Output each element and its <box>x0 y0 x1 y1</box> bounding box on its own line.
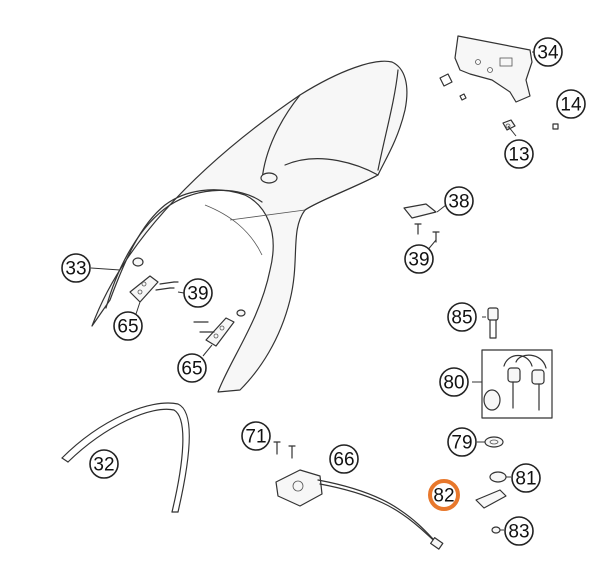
svg-text:14: 14 <box>560 95 582 116</box>
callout-38: 38 <box>444 186 474 216</box>
callout-32: 32 <box>89 449 119 479</box>
lock-66-part <box>275 469 444 550</box>
bracket-34-part <box>439 35 533 103</box>
svg-text:66: 66 <box>333 450 354 471</box>
callout-65-left: 65 <box>113 311 143 341</box>
callout-39-top: 39 <box>404 244 434 274</box>
clamp-38-part <box>403 203 440 243</box>
screws-65-part <box>193 321 215 333</box>
svg-text:82: 82 <box>433 486 454 507</box>
callout-14: 14 <box>556 89 586 119</box>
lock-set-80-part <box>481 349 553 419</box>
svg-text:13: 13 <box>508 145 529 166</box>
plate-65b-part <box>205 317 235 347</box>
svg-text:38: 38 <box>448 192 469 213</box>
callout-85: 85 <box>447 302 477 332</box>
svg-text:39: 39 <box>187 284 208 305</box>
svg-text:81: 81 <box>515 469 536 490</box>
clip-83-part <box>491 526 501 534</box>
seal-strip-32-part <box>61 402 190 513</box>
key-85-part <box>487 307 499 339</box>
svg-text:80: 80 <box>443 373 464 394</box>
rear-fender-part <box>91 60 408 393</box>
callout-82[interactable]: 82 <box>428 479 460 511</box>
cam-82-part <box>475 489 507 509</box>
svg-text:71: 71 <box>245 427 266 448</box>
callout-79: 79 <box>447 427 477 457</box>
callout-13: 13 <box>504 139 534 169</box>
plate-65a-part <box>129 275 159 303</box>
svg-text:85: 85 <box>451 308 472 329</box>
callout-34: 34 <box>533 37 563 67</box>
callout-39-left: 39 <box>183 278 213 308</box>
nut-81-part <box>489 471 507 483</box>
svg-text:34: 34 <box>537 43 559 64</box>
screw-14-part <box>552 123 559 130</box>
screws-71-part <box>273 441 296 459</box>
callout-66: 66 <box>329 444 359 474</box>
svg-text:32: 32 <box>93 455 114 476</box>
nut-13-part <box>502 119 516 131</box>
callout-65-right: 65 <box>177 353 207 383</box>
callout-80: 80 <box>439 367 469 397</box>
callout-71: 71 <box>241 421 271 451</box>
svg-text:83: 83 <box>508 522 529 543</box>
screws-39b-part <box>155 281 179 291</box>
svg-text:65: 65 <box>181 359 202 380</box>
svg-text:79: 79 <box>451 433 472 454</box>
svg-text:33: 33 <box>65 259 86 280</box>
svg-text:65: 65 <box>117 317 138 338</box>
svg-text:39: 39 <box>408 250 429 271</box>
callout-83: 83 <box>504 516 534 546</box>
washer-79-part <box>484 436 504 448</box>
callout-81: 81 <box>511 463 541 493</box>
callout-33: 33 <box>61 253 91 283</box>
